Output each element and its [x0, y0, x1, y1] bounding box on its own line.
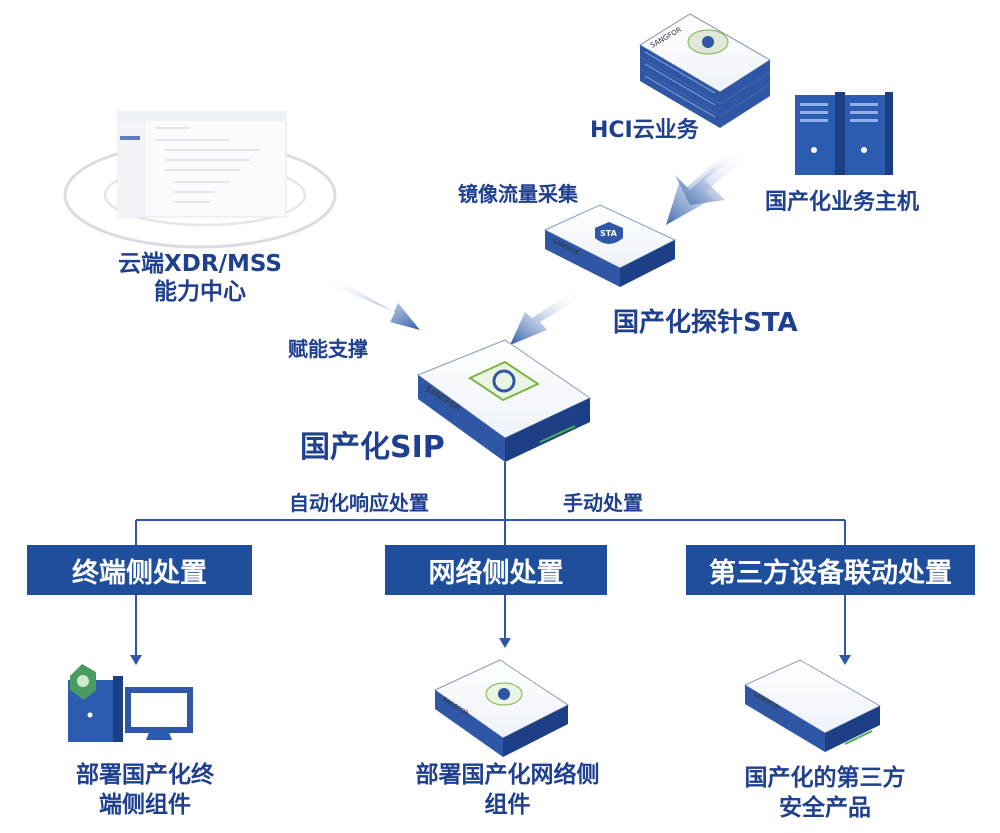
cloud-xdr-label-line1: 云端XDR/MSS — [118, 251, 282, 277]
manual-label: 手动处置 — [563, 491, 643, 515]
empower-arrow — [330, 277, 420, 330]
cloud-xdr-label-line2: 能力中心 — [154, 279, 246, 305]
third-party-output-line1: 国产化的第三方 — [744, 765, 906, 791]
network-output-line1: 部署国产化网络侧 — [415, 762, 600, 788]
mirror-label: 镜像流量采集 — [458, 182, 578, 206]
endpoint-output-line1: 部署国产化终 — [76, 762, 214, 788]
endpoint-computer-icon — [68, 664, 193, 742]
sta-label: 国产化探针STA — [613, 308, 798, 338]
sip-label: 国产化SIP — [300, 430, 445, 465]
third-party-device-icon: SANGFOR — [743, 659, 882, 752]
network-output-line2: 组件 — [484, 792, 531, 818]
sta-to-sip-arrow — [510, 292, 580, 345]
network-disposal-box: 网络侧处置 — [385, 545, 607, 595]
empower-label: 赋能支撑 — [288, 337, 368, 361]
endpoint-output-line2: 端侧组件 — [99, 792, 191, 818]
third-party-output-label: 国产化的第三方 安全产品 — [715, 763, 935, 823]
hci-label: HCI云业务 — [590, 118, 699, 143]
endpoint-disposal-box: 终端侧处置 — [27, 545, 252, 595]
third-party-disposal-box: 第三方设备联动处置 — [686, 545, 975, 595]
cloud-xdr-console-icon — [63, 111, 337, 249]
down-arrowheads — [130, 638, 851, 665]
cloud-xdr-label: 云端XDR/MSS 能力中心 — [110, 250, 290, 306]
endpoint-output-label: 部署国产化终 端侧组件 — [40, 760, 250, 820]
network-output-label: 部署国产化网络侧 组件 — [395, 760, 620, 820]
sta-badge-text: STA — [600, 229, 618, 238]
host-server-icon — [795, 92, 893, 175]
network-component-device-icon: SANGFOR — [434, 659, 569, 757]
host-label: 国产化业务主机 — [765, 190, 920, 215]
third-party-output-line2: 安全产品 — [779, 795, 871, 821]
hci-server-stack-icon: SANGFOR — [639, 13, 771, 128]
auto-response-label: 自动化响应处置 — [289, 491, 429, 515]
sta-probe-device-icon: STA SANGFOR — [543, 204, 677, 287]
